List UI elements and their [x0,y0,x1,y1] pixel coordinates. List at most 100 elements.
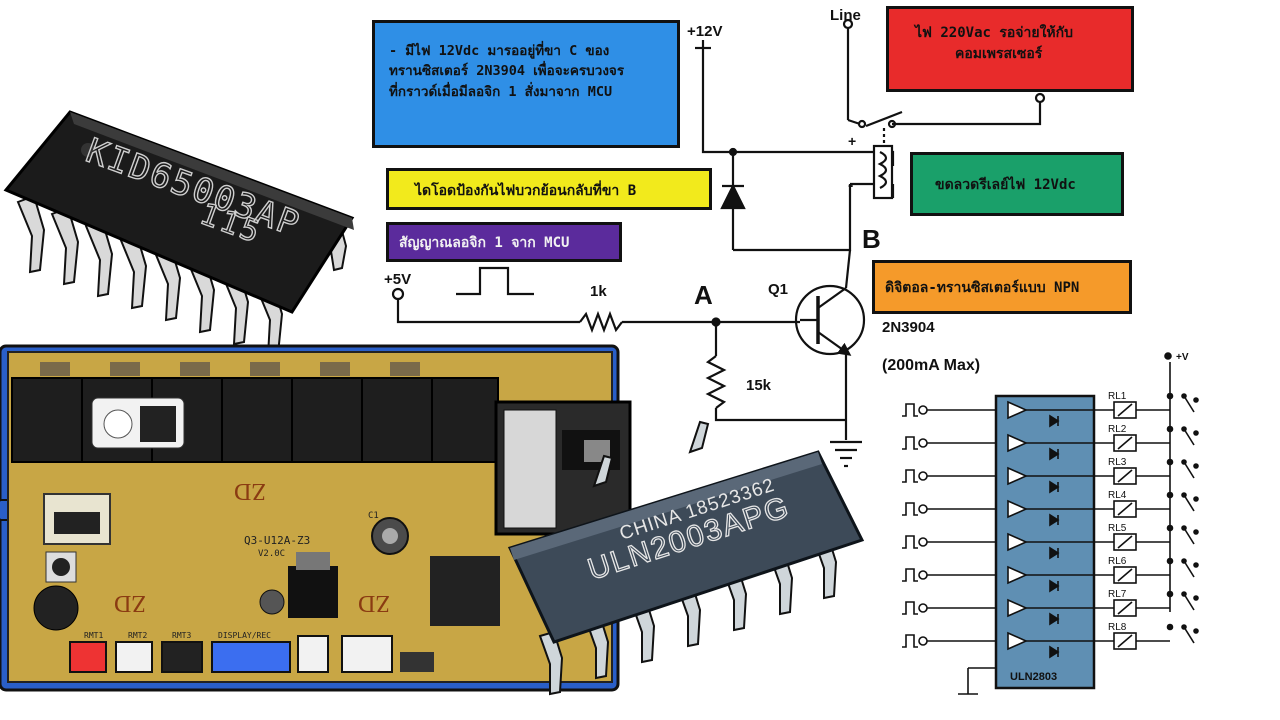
switch-arm-icon [1183,593,1195,611]
note-red-line-1: ไฟ 220Vac รอจ่ายให้กับ [915,25,1074,41]
diode-icon [1049,645,1060,659]
note-blue-line-2: ทรานซิสเตอร์ 2N3904 เพื่อจะครบวงจร [389,63,625,80]
diode-icon [1049,546,1060,560]
supply-junction [1166,557,1174,565]
diode-icon [1049,414,1060,428]
label-node-b: B [862,224,881,254]
input-pulse-icon [902,436,918,450]
board-zd-label-3: ZD [358,590,390,616]
contact-dot [1193,397,1199,403]
note-yellow-text: ไดโอดป้องกันไฟบวกย้อนกลับที่ขา B [415,183,637,199]
supply-junction [1166,491,1174,499]
port-label-1: RMT1 [84,631,103,640]
input-pulse-icon [902,535,918,549]
coil-slash [1117,469,1133,483]
buffer-triangle-icon [1007,466,1028,486]
switch-arm-icon [1183,428,1195,446]
note-green-text: ขดลวดรีเลย์ไฟ 12Vdc [935,177,1076,193]
relay-label: RL5 [1108,523,1127,534]
relay-driver-schematic [391,18,1046,468]
supply-junction [1166,590,1174,598]
relay-label: RL6 [1108,556,1127,567]
input-terminal [918,636,928,646]
buffer-triangle-icon [1007,631,1028,651]
switch-arm-icon [1183,626,1195,644]
board-version: V2.0C [258,549,285,559]
note-yellow-diode: ไดโอดป้องกันไฟบวกย้อนกลับที่ขา B [386,168,712,210]
relay-label: RL7 [1108,589,1127,600]
relay-label: RL3 [1108,457,1127,468]
switch-arm-icon [1183,560,1195,578]
contact-dot [1193,595,1199,601]
input-pulse-icon [902,634,918,648]
label-plus12v: +12V [687,23,722,40]
board-model: Q3-U12A-Z3 [244,534,310,547]
relay-label: RL1 [1108,391,1127,402]
switch-arm-icon [1183,527,1195,545]
note-green-coil: ขดลวดรีเลย์ไฟ 12Vdc [910,152,1124,216]
note-blue-12v-collector: - มีไฟ 12Vdc มารออยู่ที่ขา C ของ ทรานซิส… [372,20,680,148]
relay-label: RL8 [1108,622,1127,633]
input-terminal [918,471,928,481]
label-max: (200mA Max) [882,357,980,374]
supply-junction [1166,623,1174,631]
diode-icon [1049,447,1060,461]
supply-junction [1166,425,1174,433]
input-pulse-icon [902,469,918,483]
kid65003ap-chip: KID65003AP 115 [3,110,355,358]
buffer-triangle-icon [1007,499,1028,519]
port-label-4: DISPLAY/REC [218,631,271,640]
note-purple-text: สัญญาณลอจิก 1 จาก MCU [399,235,570,251]
coil-slash [1117,403,1133,417]
buffer-triangle-icon [1007,532,1028,552]
contact-dot [1193,628,1199,634]
uln2003apg-chip: CHINA 18523362 ULN2003APG [507,420,865,696]
label-r2: 15k [746,377,772,394]
label-part: 2N3904 [882,319,935,336]
input-terminal [918,504,928,514]
supply-junction [1166,524,1174,532]
board-zd-label-2: ZD [114,590,146,616]
note-blue-line-3: ที่กราวด์เมื่อมีลอจิก 1 สั่งมาจาก MCU [389,83,613,100]
input-terminal [918,537,928,547]
coil-slash [1117,601,1133,615]
diode-icon [1049,579,1060,593]
coil-slash [1117,535,1133,549]
input-terminal [918,405,928,415]
pcb-board: ZD ZD ZD Q3-U12A-Z3 V2.0C C1 RMT1 RMT2 R… [0,344,632,692]
note-red-line-2: คอมเพรสเซอร์ [955,46,1043,62]
coil-slash [1117,436,1133,450]
contact-dot [1193,463,1199,469]
board-zd-label-1: ZD [234,478,266,504]
label-plus5v: +5V [384,271,411,288]
contact-dot [1193,430,1199,436]
switch-arm-icon [1183,395,1195,413]
switch-arm-icon [1183,494,1195,512]
note-purple-logic: สัญญาณลอจิก 1 จาก MCU [386,222,622,262]
buffer-triangle-icon [1007,565,1028,585]
relay-label: RL4 [1108,490,1127,501]
input-pulse-icon [902,502,918,516]
input-terminal [918,603,928,613]
buffer-triangle-icon [1007,400,1028,420]
label-line: Line [830,7,861,24]
diode-icon [1049,480,1060,494]
uln2803-supply-label: +V [1176,352,1189,363]
switch-arm-icon [1183,461,1195,479]
input-terminal [918,438,928,448]
uln2803-chip-label: ULN2803 [1010,671,1057,683]
coil-slash [1117,502,1133,516]
diode-icon [1049,513,1060,527]
port-label-3: RMT3 [172,631,191,640]
buffer-triangle-icon [1007,598,1028,618]
note-orange-npn: ดิจิตอล-ทรานซิสเตอร์แบบ NPN [872,260,1132,314]
port-label-2: RMT2 [128,631,147,640]
contact-dot [1193,529,1199,535]
note-orange-text: ดิจิตอล-ทรานซิสเตอร์แบบ NPN [885,280,1080,296]
label-coil-plus: + [848,133,856,149]
label-coil-minus: - [848,177,853,194]
label-node-a: A [694,280,713,310]
input-terminal [918,570,928,580]
